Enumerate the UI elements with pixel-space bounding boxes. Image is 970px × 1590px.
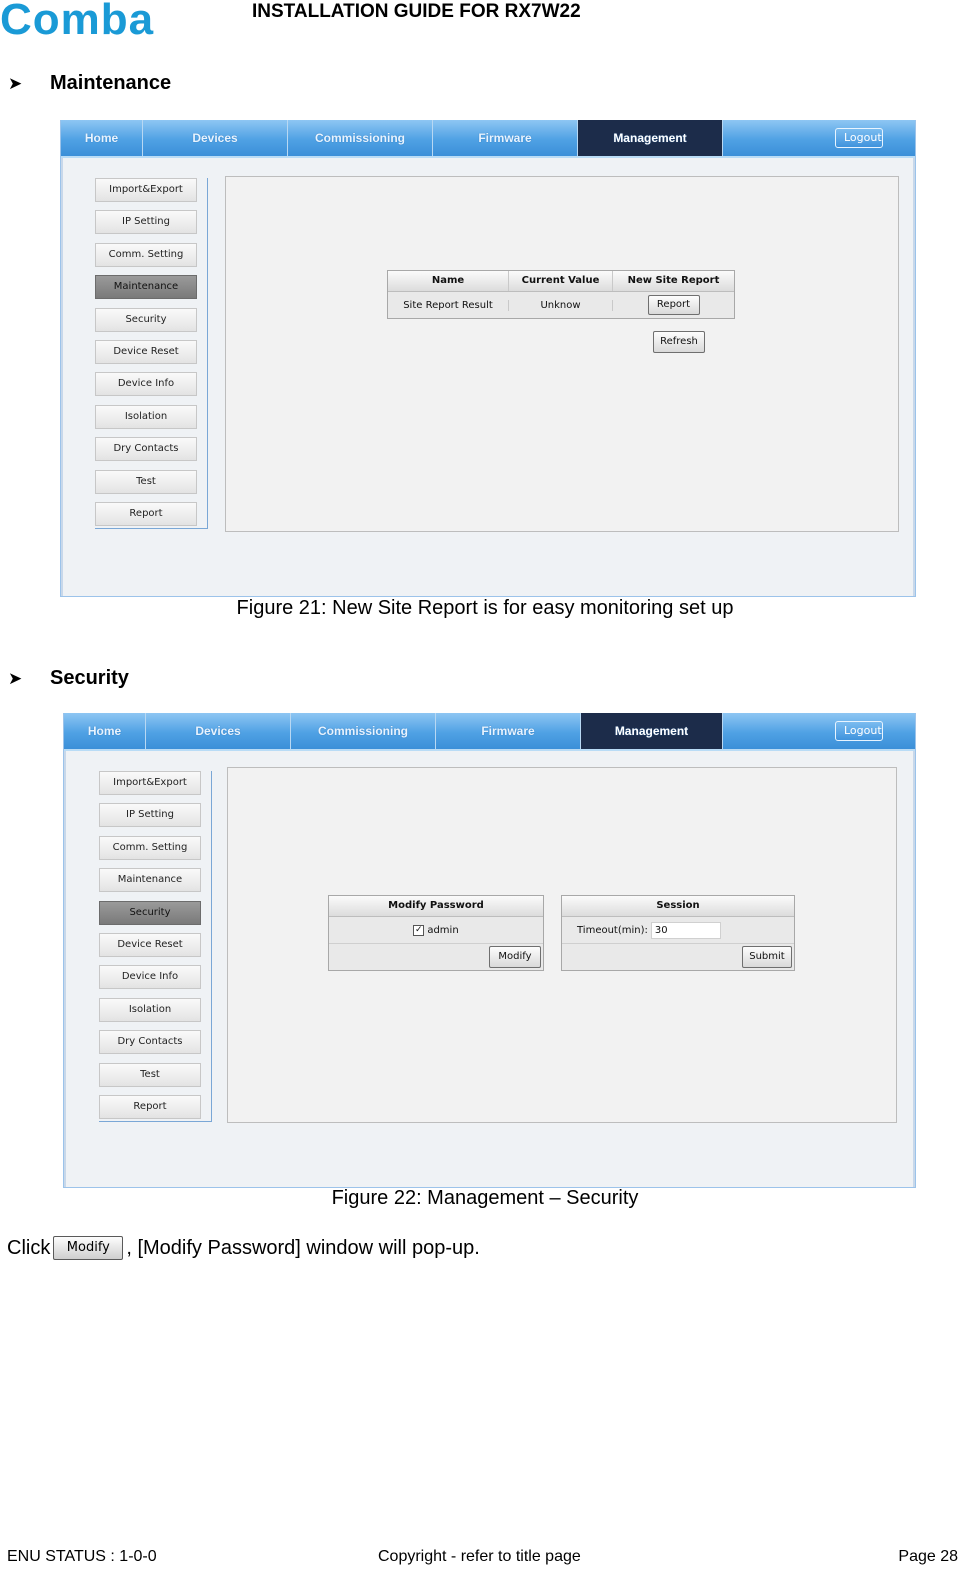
maintenance-screenshot: Home Devices Commissioning Firmware Mana… xyxy=(60,120,916,597)
content-panel: Modify Password ✓ admin Modify Session T… xyxy=(227,767,897,1123)
menu-item-import-export[interactable]: Import&Export xyxy=(95,178,197,202)
admin-checkbox[interactable]: ✓ xyxy=(413,924,425,936)
timeout-input[interactable]: 30 xyxy=(650,921,721,939)
nav-tab-devices[interactable]: Devices xyxy=(146,713,291,749)
side-menu: Import&Export IP Setting Comm. Setting M… xyxy=(95,178,208,529)
refresh-button[interactable]: Refresh xyxy=(653,331,705,353)
instruction-suffix: , [Modify Password] window will pop-up. xyxy=(126,1236,480,1259)
panel-row: Timeout(min): 30 xyxy=(562,917,794,944)
table-header-name: Name xyxy=(388,271,509,291)
nav-tab-commissioning[interactable]: Commissioning xyxy=(291,713,436,749)
nav-tab-home[interactable]: Home xyxy=(61,120,143,156)
menu-item-device-info[interactable]: Device Info xyxy=(99,965,201,990)
panel-header: Session xyxy=(562,896,794,917)
footer-page-number: Page 28 xyxy=(898,1548,958,1565)
menu-item-isolation[interactable]: Isolation xyxy=(99,997,201,1022)
figure-21-caption: Figure 21: New Site Report is for easy m… xyxy=(236,597,734,619)
document-title: INSTALLATION GUIDE FOR RX7W22 xyxy=(252,1,581,22)
footer-copyright: Copyright - refer to title page xyxy=(378,1548,581,1565)
nav-bar: Home Devices Commissioning Firmware Mana… xyxy=(64,713,915,751)
report-cell: Report xyxy=(613,295,734,315)
security-screenshot: Home Devices Commissioning Firmware Mana… xyxy=(63,713,916,1188)
modify-button-image: Modify xyxy=(53,1236,124,1260)
session-panel: Session Timeout(min): 30 Submit xyxy=(561,895,795,971)
site-report-value: Unknow xyxy=(509,299,613,311)
site-report-table: Name Current Value New Site Report Site … xyxy=(387,270,735,319)
menu-item-maintenance[interactable]: Maintenance xyxy=(95,275,197,300)
menu-item-test[interactable]: Test xyxy=(95,469,197,494)
section-heading-text: Security xyxy=(50,667,129,689)
nav-tab-home[interactable]: Home xyxy=(64,713,146,749)
panel-header: Modify Password xyxy=(329,896,543,917)
figure-22-caption: Figure 22: Management – Security xyxy=(331,1187,639,1209)
menu-item-security[interactable]: Security xyxy=(95,307,197,332)
modify-button[interactable]: Modify xyxy=(489,946,541,968)
comba-logo: Comba xyxy=(0,0,154,40)
logout-button[interactable]: Logout xyxy=(835,128,883,148)
nav-tab-firmware[interactable]: Firmware xyxy=(433,120,578,156)
menu-item-import-export[interactable]: Import&Export xyxy=(99,771,201,795)
page-body: Import&Export IP Setting Comm. Setting M… xyxy=(64,751,915,1187)
page-body: Import&Export IP Setting Comm. Setting M… xyxy=(61,158,915,596)
logo-text: Comba xyxy=(0,0,154,40)
table-header-current-value: Current Value xyxy=(509,271,613,291)
panel-title: Session xyxy=(656,900,700,911)
side-menu: Import&Export IP Setting Comm. Setting M… xyxy=(99,771,212,1122)
arrow-bullet-icon: ➤ xyxy=(8,73,23,93)
nav-spacer: Logout xyxy=(723,713,915,749)
nav-tab-management[interactable]: Management xyxy=(581,713,723,749)
section-heading-security: ➤ Security xyxy=(8,667,129,690)
menu-item-device-reset[interactable]: Device Reset xyxy=(99,932,201,957)
arrow-bullet-icon: ➤ xyxy=(8,668,23,688)
menu-item-maintenance[interactable]: Maintenance xyxy=(99,868,201,893)
section-heading-text: Maintenance xyxy=(50,72,172,94)
nav-tab-firmware[interactable]: Firmware xyxy=(436,713,581,749)
submit-button[interactable]: Submit xyxy=(742,946,792,968)
panel-row: ✓ admin xyxy=(329,917,543,944)
nav-tab-management[interactable]: Management xyxy=(578,120,723,156)
menu-item-dry-contacts[interactable]: Dry Contacts xyxy=(95,437,197,462)
menu-item-test[interactable]: Test xyxy=(99,1062,201,1087)
instruction-text: Click Modify , [Modify Password] window … xyxy=(7,1236,480,1260)
instruction-prefix: Click xyxy=(7,1236,51,1259)
panel-title: Modify Password xyxy=(388,900,484,911)
modify-password-panel: Modify Password ✓ admin Modify xyxy=(328,895,544,971)
panel-actions: Submit xyxy=(562,944,794,970)
menu-item-dry-contacts[interactable]: Dry Contacts xyxy=(99,1030,201,1055)
menu-item-report[interactable]: Report xyxy=(95,501,197,526)
panel-actions: Modify xyxy=(329,944,543,970)
nav-bar: Home Devices Commissioning Firmware Mana… xyxy=(61,120,915,158)
site-report-name: Site Report Result xyxy=(388,299,509,311)
table-row: Site Report Result Unknow Report xyxy=(388,292,734,318)
table-header-row: Name Current Value New Site Report xyxy=(388,271,734,292)
report-button[interactable]: Report xyxy=(647,295,700,315)
timeout-label: Timeout(min): xyxy=(577,924,648,936)
section-heading-maintenance: ➤ Maintenance xyxy=(8,72,171,95)
admin-checkbox-label: admin xyxy=(427,924,459,936)
menu-item-comm-setting[interactable]: Comm. Setting xyxy=(99,835,201,860)
content-panel: Name Current Value New Site Report Site … xyxy=(225,176,899,532)
logout-button[interactable]: Logout xyxy=(835,721,883,741)
footer-status: ENU STATUS : 1-0-0 xyxy=(7,1548,157,1565)
nav-tab-commissioning[interactable]: Commissioning xyxy=(288,120,433,156)
menu-item-ip-setting[interactable]: IP Setting xyxy=(95,210,197,235)
nav-spacer: Logout xyxy=(723,120,915,156)
menu-item-ip-setting[interactable]: IP Setting xyxy=(99,803,201,828)
menu-item-device-info[interactable]: Device Info xyxy=(95,372,197,397)
menu-item-isolation[interactable]: Isolation xyxy=(95,404,197,429)
menu-item-device-reset[interactable]: Device Reset xyxy=(95,339,197,364)
menu-item-security[interactable]: Security xyxy=(99,900,201,925)
nav-tab-devices[interactable]: Devices xyxy=(143,120,288,156)
menu-item-comm-setting[interactable]: Comm. Setting xyxy=(95,242,197,267)
menu-item-report[interactable]: Report xyxy=(99,1094,201,1119)
table-header-new-site-report: New Site Report xyxy=(627,275,720,286)
